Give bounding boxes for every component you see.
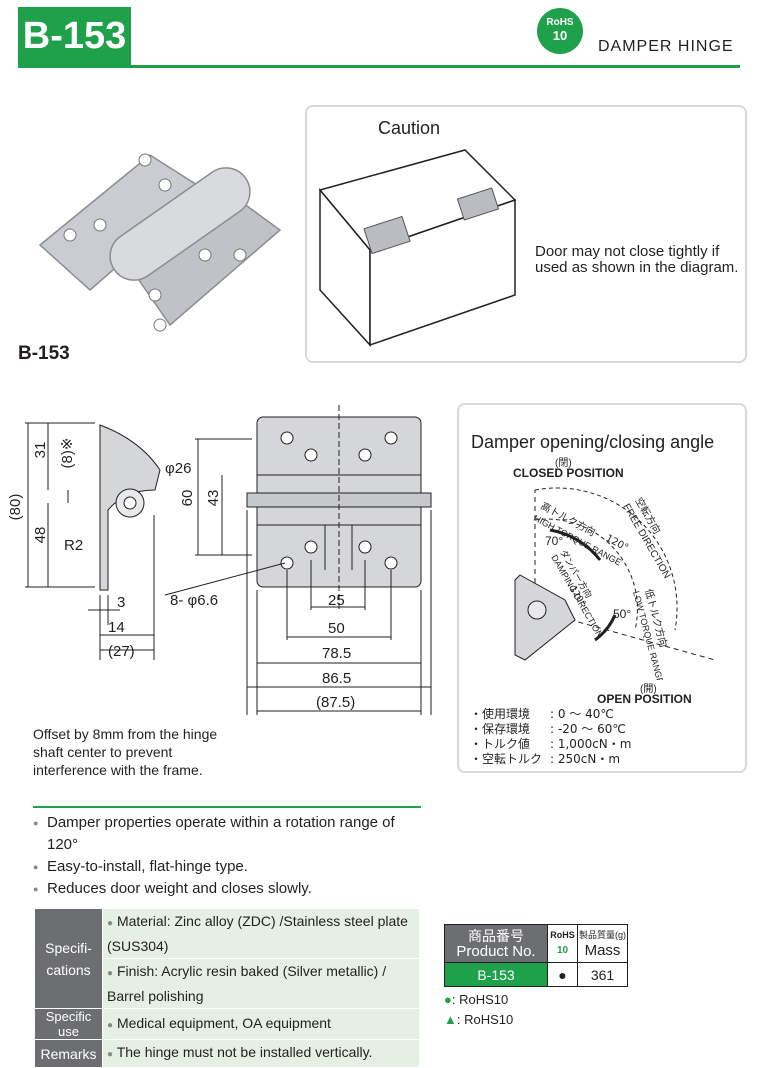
row-mass: 361 [577, 962, 628, 987]
page-subtitle: DAMPER HINGE [598, 38, 734, 55]
dim-holes: 8- φ6.6 [170, 592, 218, 609]
spec-row: ・空転トルク: 250cN・m [470, 752, 621, 766]
features-divider [33, 806, 421, 808]
dim-14: 14 [108, 619, 125, 636]
spec-finish: ● Finish: Acrylic resin baked (Silver me… [102, 958, 420, 1009]
dim-87-5: (87.5) [316, 694, 355, 711]
rohs-badge-line1: RoHS [546, 17, 574, 28]
title-underline [18, 65, 740, 68]
dim-50: 50 [328, 620, 345, 637]
dim-27: (27) [108, 643, 135, 660]
remarks-header: Remarks [34, 1039, 103, 1068]
hinge-photo-illustration [38, 153, 282, 332]
caution-title: Caution [378, 118, 441, 138]
technical-drawing: (80) 31 (8)※ 48 R2 φ26 60 43 8- φ6.6 3 1… [7, 405, 432, 715]
spec-row: ・使用環境: 0 ～ 40℃ [470, 707, 614, 721]
spec-material: ● Material: Zinc alloy (ZDC) /Stainless … [102, 908, 420, 959]
closed-jp-label: (閉) [555, 458, 572, 469]
remarks-value: ● The hinge must not be installed vertic… [102, 1039, 420, 1068]
dim-phi26: φ26 [165, 460, 191, 477]
caution-hinge-right [456, 187, 500, 221]
closed-position-label: CLOSED POSITION [513, 466, 624, 480]
environment-specs: ・使用環境: 0 ～ 40℃ ・保存環境: -20 ～ 60℃ ・トルク値: 1… [470, 707, 631, 767]
rohs-legend: ●: RoHS10 ▲: RoHS10 [444, 990, 513, 1030]
dim-48: 48 [32, 527, 49, 544]
side-view-profile [99, 424, 161, 591]
rohs-badge: RoHS 10 [537, 8, 583, 54]
dim-8: (8)※ [59, 438, 76, 469]
row-rohs: ● [547, 962, 578, 987]
features-list: Damper properties operate within a rotat… [33, 812, 423, 900]
rohs-badge-line2: 10 [552, 28, 568, 43]
col-mass: 製品質量(g)Mass [577, 924, 628, 963]
caution-box-diagram [318, 149, 517, 347]
caution-hinge-left [363, 215, 411, 255]
dim-78-5: 78.5 [322, 645, 351, 662]
page-title: B-153 [18, 7, 131, 65]
feature-item: Reduces door weight and closes slowly. [33, 878, 423, 900]
angle-title: Damper opening/closing angle [471, 432, 715, 452]
product-caption: B-153 [18, 343, 70, 364]
open-jp-label: (開) [640, 684, 657, 695]
feature-item: Easy-to-install, flat-hinge type. [33, 856, 423, 878]
dim-3: 3 [117, 594, 125, 611]
legend-item: ▲: RoHS10 [444, 1012, 514, 1027]
dim-86-5: 86.5 [322, 670, 351, 687]
angle-diagram: 70° 50° 高トルク方向 120° HIGH TORQUE RANGE 空転… [514, 487, 716, 680]
row-product-no: B-153 [444, 962, 548, 987]
spec-row: ・トルク値: 1,000cN・m [470, 737, 632, 751]
caution-text: Door may not close tightly if used as sh… [535, 243, 739, 276]
dim-43: 43 [205, 490, 222, 507]
feature-item: Damper properties operate within a rotat… [33, 812, 423, 856]
angle-panel [457, 403, 747, 773]
angle-70: 70° [545, 534, 563, 548]
dim-60: 60 [179, 490, 196, 507]
dim-80: (80) [7, 494, 24, 521]
dim-31: 31 [32, 442, 49, 459]
angle-50: 50° [613, 607, 631, 621]
specific-use-header: Specific use [34, 1008, 103, 1040]
legend-item: ●: RoHS10 [444, 992, 509, 1007]
spec-table: Specifi-cations ● Material: Zinc alloy (… [34, 908, 420, 1068]
product-photo [38, 153, 282, 332]
dim-25: 25 [328, 592, 345, 609]
offset-note: Offset by 8mm from the hinge shaft cente… [33, 726, 218, 778]
open-position-label: OPEN POSITION [597, 692, 692, 706]
spec-row: ・保存環境: -20 ～ 60℃ [470, 722, 626, 736]
spec-header: Specifi-cations [34, 908, 103, 1009]
specific-use-value: ● Medical equipment, OA equipment [102, 1008, 420, 1040]
dim-r2: R2 [64, 537, 83, 554]
